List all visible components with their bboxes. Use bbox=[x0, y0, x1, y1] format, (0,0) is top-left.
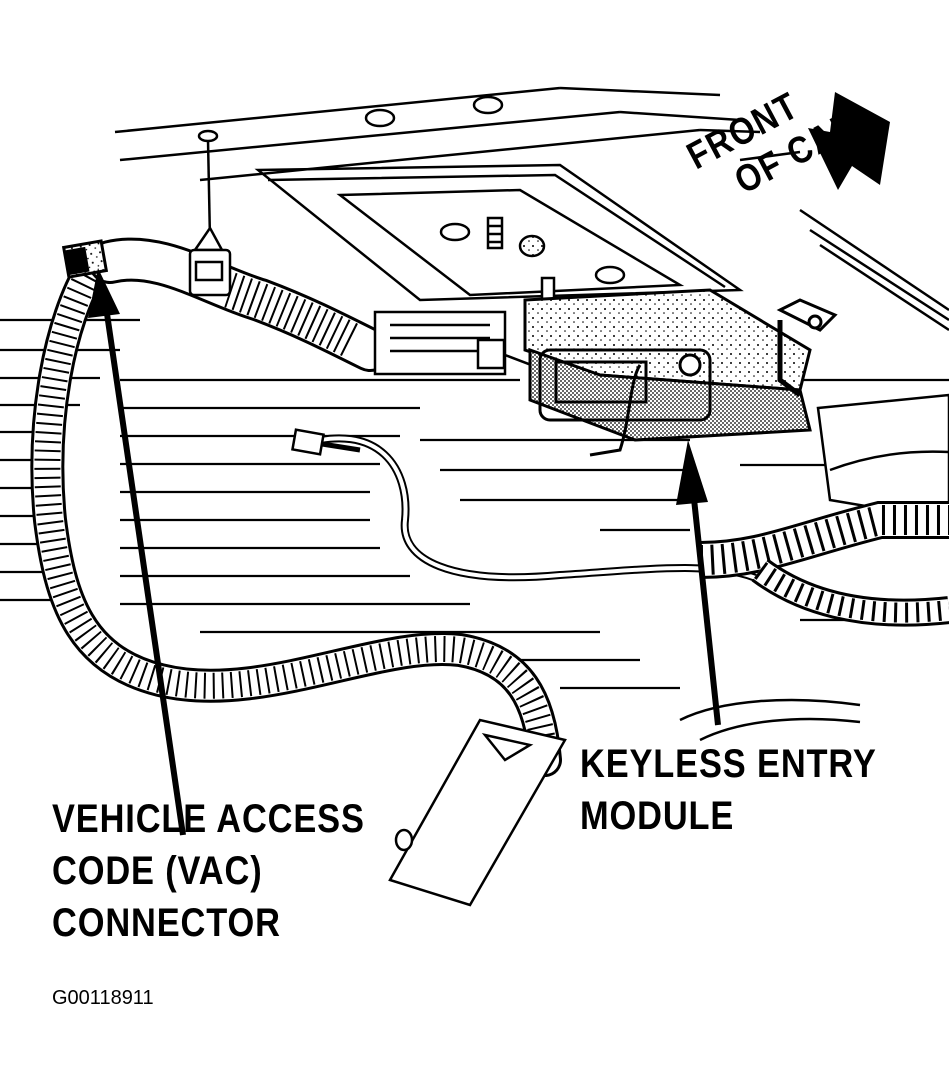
keyless-entry-module-label: KEYLESS ENTRY MODULE bbox=[580, 738, 877, 842]
vac-label-line-2: CODE (VAC) bbox=[52, 849, 263, 893]
rear-harness bbox=[699, 501, 949, 627]
vac-arrowhead-icon bbox=[88, 268, 120, 318]
door-trim-right bbox=[679, 393, 949, 742]
antenna-cable bbox=[291, 428, 762, 584]
ceiling-holes bbox=[197, 95, 626, 285]
keyless-entry-module-body bbox=[523, 288, 838, 457]
kem-label-line-2: MODULE bbox=[580, 794, 735, 838]
direction-arrow-icon bbox=[808, 92, 890, 190]
vac-connector-label: VEHICLE ACCESS CODE (VAC) CONNECTOR bbox=[52, 793, 365, 949]
headliner-panel bbox=[114, 86, 949, 332]
vac-callout-arrow bbox=[88, 268, 186, 836]
module-connector bbox=[373, 310, 611, 397]
floor-bracket bbox=[388, 718, 567, 907]
kem-arrowhead-icon bbox=[676, 440, 708, 505]
figure-id-code: G00118911 bbox=[52, 987, 154, 1009]
vac-label-line-1: VEHICLE ACCESS bbox=[52, 797, 365, 841]
kem-label-line-1: KEYLESS ENTRY bbox=[580, 742, 877, 786]
kem-callout-arrow bbox=[676, 440, 721, 726]
main-harness bbox=[88, 237, 392, 372]
vac-label-line-3: CONNECTOR bbox=[52, 901, 281, 945]
vac-connector-plug bbox=[61, 239, 109, 279]
harness-clip bbox=[188, 139, 232, 297]
